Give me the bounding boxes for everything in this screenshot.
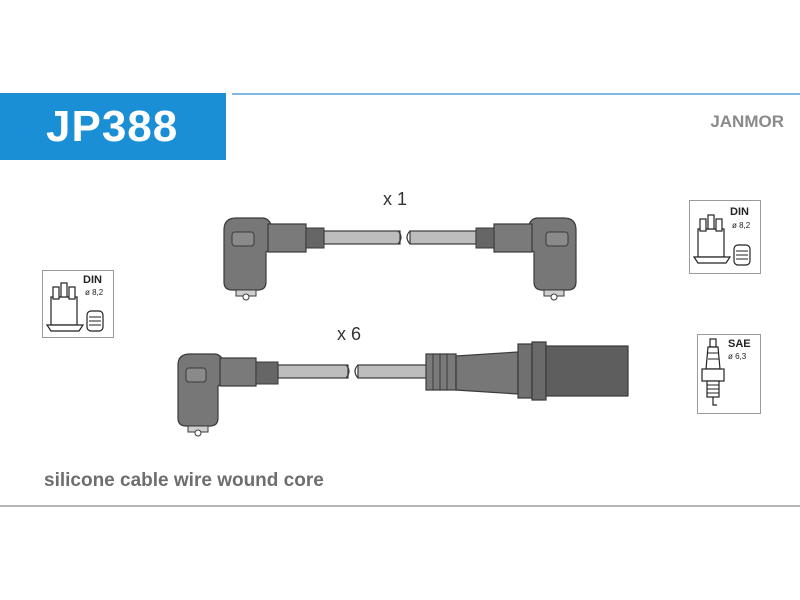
- cable-2: [177, 341, 629, 437]
- distributor-din-icon-left: DIN ø 8,2: [42, 270, 114, 338]
- distributor-cap-icon: DIN ø 8,2: [45, 274, 104, 332]
- distributor-din-icon-right: DIN ø 8,2: [689, 200, 761, 274]
- din-diameter-right: ø 8,2: [732, 221, 751, 230]
- part-number: JP388: [46, 102, 179, 151]
- distributor-cap-icon: DIN ø 8,2: [692, 206, 751, 266]
- cable-2-quantity: x 6: [337, 324, 362, 344]
- cable-1-quantity: x 1: [383, 189, 408, 209]
- spark-plug-sae-icon: SAE ø 6,3: [697, 334, 761, 414]
- part-number-badge: [0, 93, 226, 160]
- cable-1-left-boot: [223, 217, 325, 301]
- product-description: silicone cable wire wound core: [44, 470, 324, 491]
- din-diameter-left: ø 8,2: [85, 288, 104, 297]
- cable-1-wire-left: [323, 230, 401, 245]
- brand-name: JANMOR: [710, 112, 784, 131]
- cable-1-wire-right: [409, 230, 477, 245]
- header-rule: [232, 93, 800, 95]
- din-label-left: DIN: [83, 274, 102, 286]
- spark-plug-icon: SAE ø 6,3: [701, 338, 751, 406]
- cable-2-wire-left: [277, 364, 349, 379]
- footer-rule: [0, 505, 800, 507]
- sae-diameter: ø 6,3: [728, 352, 747, 361]
- cable-2-plug-boot: [425, 341, 629, 401]
- cable-1: [223, 217, 577, 301]
- cable-1-right-boot: [475, 217, 577, 301]
- cable-2-left-boot: [177, 353, 279, 437]
- cable-2-wire-right: [357, 364, 429, 379]
- din-label-right: DIN: [730, 206, 749, 218]
- sae-label: SAE: [728, 338, 751, 350]
